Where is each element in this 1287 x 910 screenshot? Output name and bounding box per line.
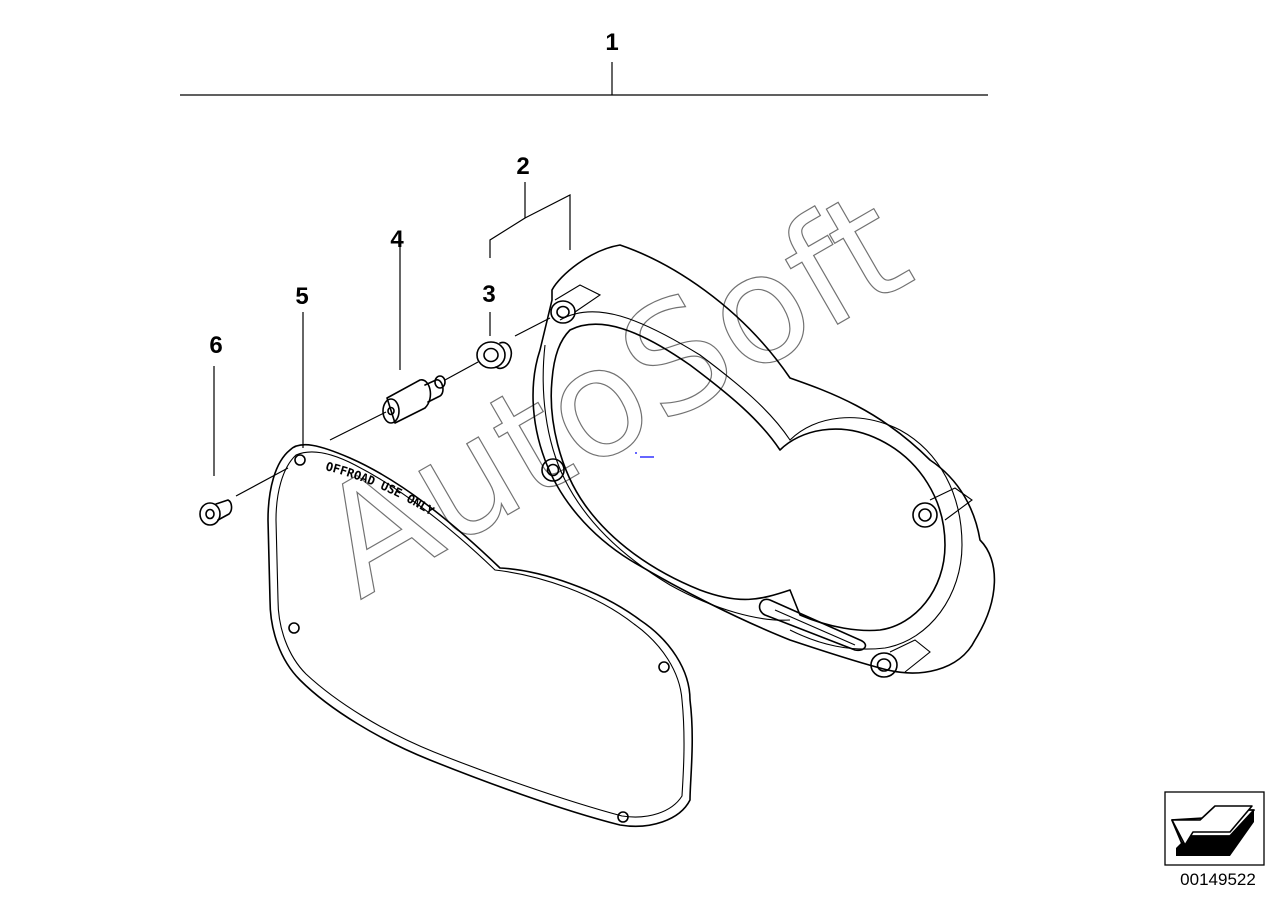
spacer-bolt[interactable] bbox=[382, 375, 446, 424]
housing-boss-top bbox=[550, 284, 602, 324]
nav-arrow-box[interactable] bbox=[1164, 791, 1265, 866]
callout-1-label[interactable]: 1 bbox=[605, 29, 618, 56]
housing-boss-right bbox=[912, 487, 973, 528]
callout-6[interactable]: 6 bbox=[209, 332, 289, 497]
callout-6-label[interactable]: 6 bbox=[209, 332, 222, 359]
callout-5[interactable]: 5 bbox=[295, 283, 387, 448]
callout-2-label[interactable]: 2 bbox=[516, 153, 529, 180]
callout-5-label[interactable]: 5 bbox=[295, 283, 308, 310]
housing-boss-left bbox=[541, 458, 565, 482]
callout-1[interactable]: 1 bbox=[180, 29, 988, 96]
document-number: 00149522 bbox=[1180, 870, 1256, 889]
arrow-back-icon[interactable] bbox=[1171, 805, 1255, 856]
instrument-housing[interactable] bbox=[532, 244, 996, 678]
screw[interactable] bbox=[199, 499, 233, 526]
callout-2[interactable]: 2 bbox=[489, 153, 571, 258]
housing-boss-bottom bbox=[870, 639, 931, 678]
grommet[interactable] bbox=[476, 341, 513, 370]
callout-4[interactable]: 4 bbox=[390, 226, 479, 381]
callout-3[interactable]: 3 bbox=[482, 281, 551, 337]
watermark-text: AutoSoft bbox=[291, 158, 936, 631]
watermark: AutoSoft bbox=[290, 158, 936, 632]
callout-4-label[interactable]: 4 bbox=[390, 226, 404, 253]
callout-3-label[interactable]: 3 bbox=[482, 281, 495, 308]
